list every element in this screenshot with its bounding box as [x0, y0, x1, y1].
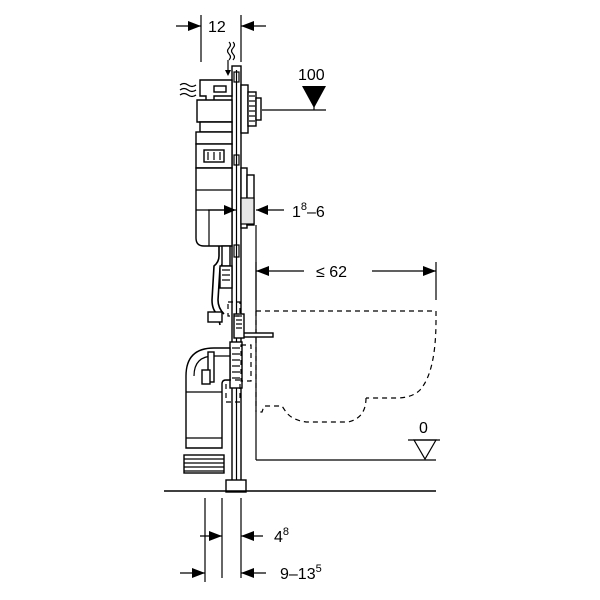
finished-wall [255, 225, 436, 461]
range-dimension: 9–135 [180, 498, 322, 583]
drain-cap [183, 454, 225, 474]
top-width-dimension: 12 [176, 15, 266, 62]
offset-label: 48 [274, 526, 289, 546]
wall-thickness-label: 18–6 [292, 201, 325, 221]
frame-fittings [225, 301, 252, 403]
flush-height-label: 100 [298, 67, 325, 84]
flush-plate [240, 84, 262, 134]
floor-level-label: 0 [419, 420, 428, 437]
bowl-depth-dimension: ≤ 62 [255, 262, 437, 300]
range-label: 9–135 [280, 563, 322, 583]
top-width-label: 12 [208, 19, 226, 36]
vent-wave-icon [225, 41, 236, 76]
floor-level-marker: 0 [408, 420, 440, 461]
drain-pipe [185, 347, 231, 449]
wall-thickness-dimension: 18–6 [208, 201, 325, 221]
cistern [195, 79, 233, 247]
flush-height-dimension: 100 [262, 67, 326, 111]
mounting-stud [233, 313, 274, 339]
wc-bowl-outline [255, 310, 437, 423]
wall-panel [240, 167, 255, 229]
offset-dimension: 48 [200, 498, 289, 578]
supply-hose [207, 245, 233, 326]
bowl-depth-label: ≤ 62 [316, 264, 347, 281]
